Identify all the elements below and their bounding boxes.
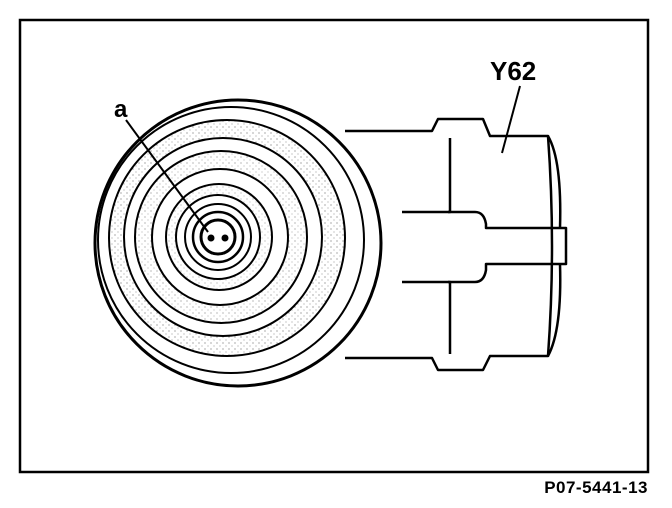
callout-y62: Y62 — [490, 56, 536, 86]
figure-frame — [18, 18, 650, 474]
injector-end-view — [93, 98, 383, 388]
leader-line-a — [125, 119, 209, 233]
callout-a: a — [114, 96, 128, 123]
injector-body — [345, 117, 568, 372]
connector-pins — [207, 234, 229, 242]
leader-line-y62 — [501, 85, 521, 154]
figure-code: P07-5441-13 — [544, 478, 648, 497]
